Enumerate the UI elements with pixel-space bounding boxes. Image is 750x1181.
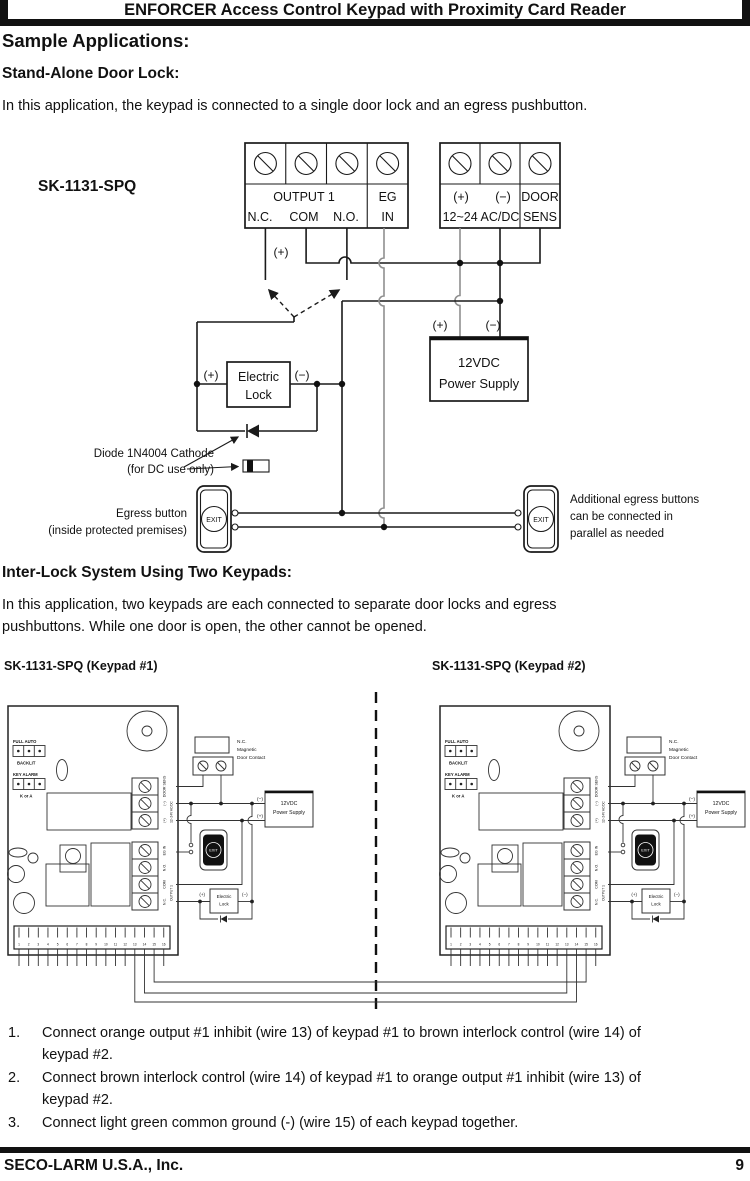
svg-text:EG: EG [379,190,397,204]
footer-page-number: 9 [735,1157,744,1174]
wire-plus-label: (+) [274,245,289,259]
subsection1-heading: Stand-Alone Door Lock: [2,65,180,82]
svg-text:(−): (−) [495,190,511,204]
diode-icon [242,459,270,473]
electric-lock: Electric Lock (+) (−) [204,361,310,408]
subsection1-text: In this application, the keypad is conne… [2,98,588,114]
list-item: 2. Connect brown interlock control (wire… [0,1067,742,1112]
svg-text:Power Supply: Power Supply [439,376,520,391]
keypad2-diagram [440,706,746,966]
standalone-wiring-diagram: EXIT SK-1131-SPQ OUTPUT 1 N.C. COM N.O. … [38,142,699,553]
interlock-cross-wiring [134,966,587,1003]
egress-label-2: (inside protected premises) [48,525,187,537]
svg-text:Electric: Electric [238,370,279,384]
subsection2-heading: Inter-Lock System Using Two Keypads: [2,564,292,581]
additional-exit-button [523,485,559,553]
item-number: 2. [8,1069,21,1086]
item-text-line1: Connect orange output #1 inhibit (wire 1… [42,1025,641,1041]
svg-text:SENS: SENS [523,210,557,224]
header-left-cap [0,0,8,26]
svg-text:12VDC: 12VDC [458,355,500,370]
item-text-line2: keypad #2. [42,1092,113,1109]
svg-text:12~24 AC/DC: 12~24 AC/DC [443,210,520,224]
list-item: 3. Connect light green common ground (-)… [0,1112,742,1134]
keypad1-title: SK-1131-SPQ (Keypad #1) [4,659,158,673]
model-label: SK-1131-SPQ [38,178,136,195]
item-text-line1: Connect brown interlock control (wire 14… [42,1069,641,1086]
subsection2-line2: pushbuttons. While one door is open, the… [2,619,427,636]
svg-text:DOOR: DOOR [521,190,559,204]
svg-text:COM: COM [289,210,318,224]
item-text-line2: keypad #2. [42,1047,113,1064]
section-heading: Sample Applications: [2,30,190,51]
egress-exit-button [196,485,232,553]
item-number: 1. [8,1025,21,1041]
svg-text:Lock: Lock [245,388,272,402]
svg-text:(for DC use only): (for DC use only) [127,464,214,476]
svg-text:(+): (+) [453,190,469,204]
svg-text:N.O.: N.O. [333,210,359,224]
subsection2-line1: In this application, two keypads are eac… [2,597,557,613]
item-number: 3. [8,1114,21,1131]
additional-label-3: parallel as needed [570,528,664,540]
svg-text:N.C.: N.C. [248,210,273,224]
header-right-cap [742,0,750,26]
svg-text:(−): (−) [295,368,310,382]
svg-text:(−): (−) [486,318,501,332]
additional-label-1: Additional egress buttons [570,494,699,506]
egress-label-1: Egress button [116,508,187,520]
terminal-block-output: OUTPUT 1 N.C. COM N.O. EG IN [244,142,409,229]
wiring [193,228,541,531]
keypad1-diagram [8,706,314,966]
instruction-list: 1. Connect orange output #1 inhibit (wir… [0,1022,742,1134]
power-supply: 12VDC Power Supply (+) (−) [429,318,529,402]
keypad2-title: SK-1131-SPQ (Keypad #2) [432,659,586,673]
svg-text:Diode 1N4004 Cathode: Diode 1N4004 Cathode [94,448,214,460]
additional-label-2: can be connected in [570,511,673,523]
interlock-wiring-diagram: EXIT FULL AUTO BACKLIT KEY ALARM [0,692,750,1012]
item-text-line1: Connect light green common ground (-) (w… [42,1114,519,1131]
list-item: 1. Connect orange output #1 inhibit (wir… [0,1022,742,1067]
svg-text:(+): (+) [204,368,219,382]
diode-callout: Diode 1N4004 Cathode (for DC use only) [94,436,270,476]
page-title: ENFORCER Access Control Keypad with Prox… [124,1,626,19]
subsection2-text: In this application, two keypads are eac… [2,594,557,639]
footer-company: SECO-LARM U.S.A., Inc. [4,1157,184,1174]
terminal-block-power: (+) (−) 12~24 AC/DC DOOR SENS [439,142,561,229]
footer-rule [0,1147,750,1153]
svg-text:(+): (+) [433,318,448,332]
svg-text:IN: IN [381,210,394,224]
svg-text:OUTPUT 1: OUTPUT 1 [273,190,335,204]
header-rule [0,19,750,26]
